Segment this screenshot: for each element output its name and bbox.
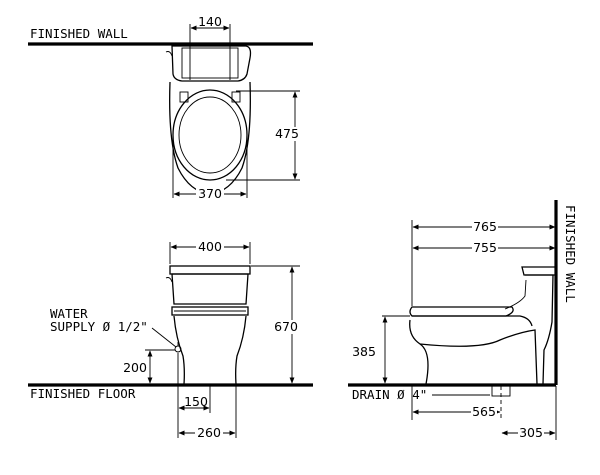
dim-670-bg — [273, 320, 299, 334]
top-view: FINISHED WALL 140 475 370 — [28, 14, 313, 201]
side-seat-lid — [409, 306, 514, 317]
hinge-left — [179, 91, 189, 103]
drain-label: DRAIN Ø 4" — [352, 387, 427, 402]
tank-lid-inner — [181, 47, 239, 79]
seat-outline — [172, 89, 248, 181]
side-tank-lid — [521, 266, 557, 276]
front-tank-lid — [169, 265, 251, 275]
dim-755-bg — [472, 241, 498, 254]
dim-400-value: 400 — [198, 239, 222, 254]
side-seat-rim — [412, 315, 533, 327]
front-tank-body — [171, 273, 249, 305]
front-flush-lever-icon — [165, 277, 173, 283]
side-tank-back — [525, 274, 554, 385]
side-bowl-bottom — [419, 329, 538, 385]
tank-outline — [171, 45, 252, 82]
dim-475-bg — [276, 127, 298, 141]
dim-260-bg — [195, 426, 223, 439]
water-supply-label-2: SUPPLY Ø 1/2" — [50, 319, 148, 334]
side-seat-hinge — [504, 279, 527, 310]
dim-370-bg — [196, 187, 224, 200]
side-bowl-front — [409, 319, 429, 385]
dim-385-value: 385 — [352, 344, 376, 359]
front-seat — [171, 306, 249, 316]
finished-wall-label: FINISHED WALL — [30, 26, 128, 41]
dim-140-value: 140 — [198, 14, 222, 29]
dim-765-bg — [472, 220, 498, 233]
front-bowl-outline — [173, 315, 247, 385]
dim-755-value: 755 — [473, 240, 497, 255]
finished-floor-label: FINISHED FLOOR — [30, 386, 136, 401]
dim-565-value: 565 — [472, 404, 496, 419]
dim-670-value: 670 — [274, 319, 298, 334]
dim-765-value: 765 — [473, 219, 497, 234]
dim-400-bg — [196, 240, 224, 253]
dim-370-value: 370 — [198, 186, 222, 201]
dim-150-value: 150 — [184, 394, 208, 409]
side-view: FINISHED WALL 765 755 385 DRAIN Ø 4" — [348, 200, 578, 440]
dim-475-value: 475 — [275, 126, 299, 141]
dim-565-bg — [471, 405, 497, 418]
bowl-body-outline — [169, 81, 251, 195]
dim-305-value: 305 — [519, 425, 543, 440]
flush-lever-icon — [165, 51, 173, 57]
side-finished-wall-label: FINISHED WALL — [563, 205, 578, 303]
dim-200-value: 200 — [123, 360, 147, 375]
water-supply-leader — [151, 327, 177, 348]
bowl-opening — [178, 96, 242, 174]
front-view: FINISHED FLOOR 400 670 WATER SUPPLY Ø 1/… — [28, 239, 313, 440]
hinge-right — [231, 91, 241, 103]
dim-305-bg — [518, 426, 544, 439]
dim-260-value: 260 — [197, 425, 221, 440]
water-supply-label-1: WATER — [50, 306, 88, 321]
